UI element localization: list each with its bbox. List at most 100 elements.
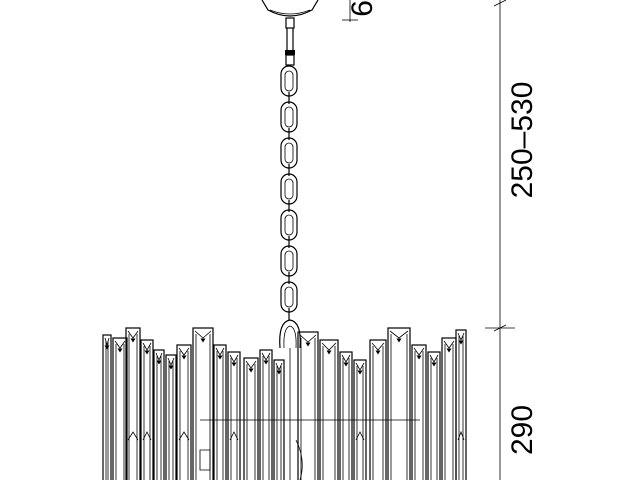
crystal-prism bbox=[153, 349, 165, 480]
crystal-prism bbox=[353, 359, 367, 480]
chain-link bbox=[280, 173, 298, 205]
prism-notch bbox=[200, 338, 206, 343]
frame-arm bbox=[295, 439, 303, 480]
crystal-prism bbox=[112, 337, 128, 480]
crystal-prism bbox=[125, 327, 141, 480]
chain-link-inner bbox=[284, 178, 294, 200]
crystal-prism bbox=[165, 354, 177, 480]
chain-link bbox=[280, 209, 298, 241]
crystal-prism bbox=[339, 351, 353, 480]
chain-link-inner bbox=[284, 70, 294, 92]
prism-tip bbox=[245, 360, 257, 369]
prism-notch bbox=[156, 360, 162, 365]
crystal-body bbox=[102, 327, 467, 480]
prism-tip bbox=[104, 337, 110, 347]
prism-tip bbox=[229, 354, 239, 363]
prism-lower-facet bbox=[229, 431, 239, 441]
prism-notch bbox=[144, 350, 150, 355]
crystal-prism bbox=[140, 339, 154, 480]
chain-link-inner bbox=[284, 250, 294, 272]
crystal-prism bbox=[387, 327, 411, 480]
prism-notch bbox=[396, 338, 402, 343]
prism-tip bbox=[155, 352, 163, 362]
prism-lower-facet bbox=[178, 431, 190, 441]
chain-link bbox=[280, 65, 298, 97]
prism-tip bbox=[178, 347, 190, 356]
crystal-prism bbox=[259, 349, 273, 480]
chain-link-inner bbox=[284, 142, 294, 164]
crystal-prism bbox=[176, 344, 192, 480]
crystal-prism bbox=[213, 344, 227, 480]
hanging-rod bbox=[285, 28, 295, 66]
prism-tip bbox=[341, 354, 351, 363]
prism-tip bbox=[167, 357, 175, 367]
crystal-prism bbox=[243, 357, 259, 480]
chain-link bbox=[280, 281, 298, 313]
prism-notch bbox=[343, 362, 349, 367]
chain bbox=[280, 65, 298, 320]
crystal-prism bbox=[455, 329, 467, 480]
hook-ring bbox=[279, 319, 301, 349]
prism-tip bbox=[429, 354, 439, 363]
prism-tip bbox=[443, 340, 455, 349]
crystal-prism bbox=[297, 331, 319, 480]
dimension-lines bbox=[342, 0, 515, 480]
crystal-prism bbox=[411, 344, 427, 480]
prism-notch bbox=[263, 360, 269, 365]
crystal-prism bbox=[319, 339, 339, 480]
chain-link bbox=[280, 137, 298, 169]
crystal-prism bbox=[427, 351, 441, 480]
prism-tip bbox=[299, 334, 317, 343]
prism-notch bbox=[458, 340, 464, 345]
prism-tip bbox=[275, 362, 283, 372]
prism-notch bbox=[375, 350, 381, 355]
crystal-prism bbox=[441, 337, 457, 480]
crystal-prism bbox=[102, 334, 112, 480]
prism-tip bbox=[413, 347, 425, 356]
prism-notch bbox=[231, 362, 237, 367]
dimension-label-body-height: 290 bbox=[506, 405, 539, 455]
prism-tip bbox=[127, 330, 139, 339]
prism-notch bbox=[431, 362, 437, 367]
prism-notch bbox=[326, 350, 332, 355]
prism-notch bbox=[217, 355, 223, 360]
prism-tip bbox=[389, 330, 409, 339]
crystal-prism bbox=[369, 339, 387, 480]
prism-tip bbox=[321, 342, 337, 351]
prism-notch bbox=[117, 348, 123, 353]
prism-notch bbox=[104, 345, 110, 350]
chain-link bbox=[280, 101, 298, 133]
prism-tip bbox=[194, 330, 212, 339]
dimension-label-chain: 250–530 bbox=[506, 82, 539, 199]
prism-tip bbox=[371, 342, 385, 351]
prism-notch bbox=[305, 342, 311, 347]
crystal-prism bbox=[273, 359, 285, 480]
prism-notch bbox=[130, 338, 136, 343]
ceiling-canopy bbox=[261, 0, 319, 29]
prism-lower-facet bbox=[127, 431, 139, 441]
prism-lower-facet bbox=[457, 430, 465, 441]
prism-notch bbox=[276, 370, 282, 375]
prism-tip bbox=[261, 352, 271, 361]
prism-tip bbox=[114, 340, 126, 349]
chain-link-inner bbox=[284, 286, 294, 308]
chain-link-inner bbox=[284, 106, 294, 128]
prism-tip bbox=[355, 362, 365, 371]
chain-link bbox=[280, 245, 298, 277]
crystal-prism bbox=[227, 351, 241, 480]
prism-tip bbox=[457, 332, 465, 342]
prism-tip bbox=[142, 342, 152, 351]
prism-notch bbox=[248, 368, 254, 373]
chain-link-inner bbox=[284, 214, 294, 236]
prism-notch bbox=[416, 355, 422, 360]
prism-lower-facet bbox=[355, 431, 365, 441]
prism-tip bbox=[215, 347, 225, 356]
socket bbox=[199, 449, 211, 471]
dimension-label-canopy: 6 bbox=[346, 0, 379, 17]
prism-notch bbox=[181, 355, 187, 360]
prism-notch bbox=[168, 365, 174, 370]
prism-notch bbox=[446, 348, 452, 353]
prism-lower-facet bbox=[142, 431, 152, 441]
crystal-prism bbox=[192, 327, 214, 480]
